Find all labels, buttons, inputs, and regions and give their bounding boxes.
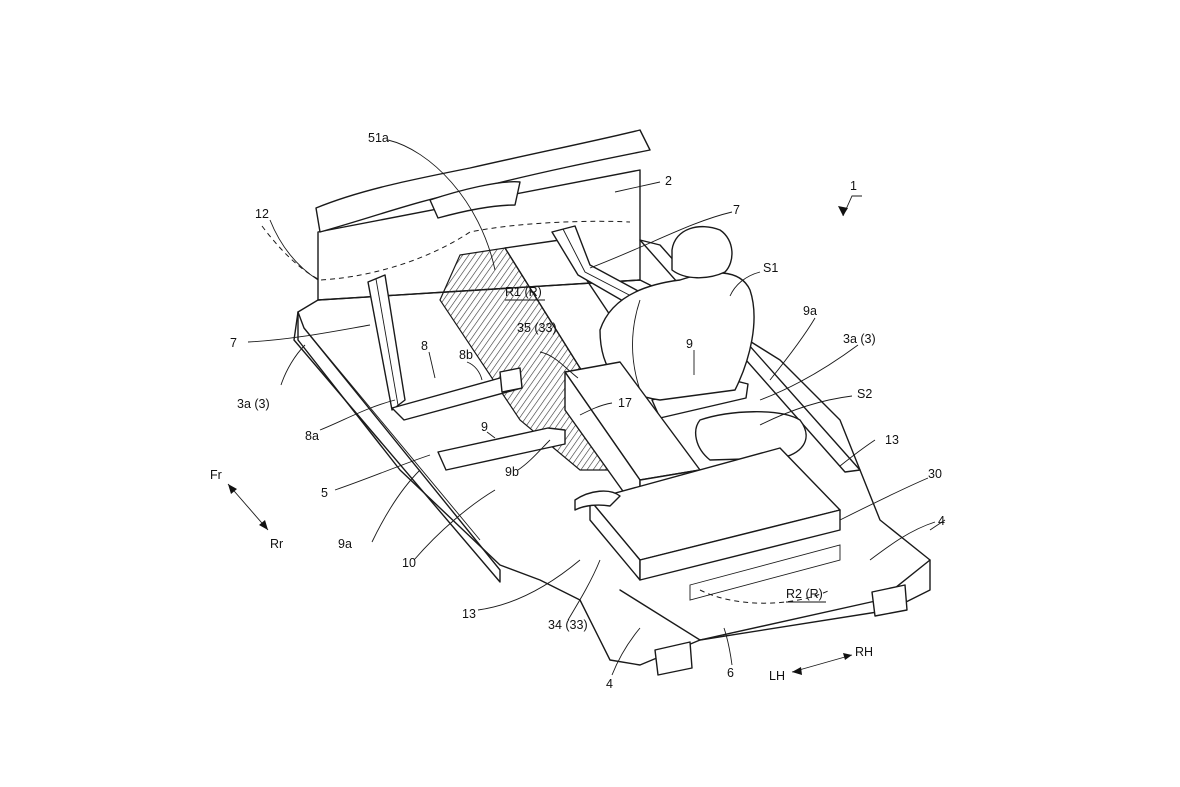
label-30: 30 — [928, 467, 942, 481]
leader-lines — [247, 139, 946, 676]
label-6: 6 — [727, 666, 734, 680]
label-9-mid: 9 — [481, 420, 488, 434]
dash-panel — [261, 129, 651, 301]
cross-member-8 — [391, 367, 523, 421]
label-9b: 9b — [505, 465, 519, 479]
label-8: 8 — [421, 339, 428, 353]
direction-arrow-lh-rh — [791, 653, 853, 675]
label-2: 2 — [665, 174, 672, 188]
reference-arrow-1 — [838, 195, 862, 217]
label-fr: Fr — [210, 468, 222, 482]
label-r1: R1 (R) — [505, 285, 542, 299]
label-4-right: 4 — [938, 514, 945, 528]
label-rr: Rr — [270, 537, 283, 551]
battery-box-30 — [589, 447, 841, 601]
label-7-left: 7 — [230, 336, 237, 350]
label-51a: 51a — [368, 131, 389, 145]
seat-s1 — [599, 226, 755, 401]
rear-floor-6 — [574, 490, 931, 676]
label-4-left: 4 — [606, 677, 613, 691]
direction-arrow-fr-rr — [227, 483, 269, 531]
reference-labels: 1 2 51a 12 7 R1 (R) S1 9a 3a (3) 7 35 (3… — [210, 131, 945, 691]
label-13-right: 13 — [885, 433, 899, 447]
label-3a-right: 3a (3) — [843, 332, 876, 346]
label-r2: R2 (R) — [786, 587, 823, 601]
label-8b: 8b — [459, 348, 473, 362]
label-9-top: 9 — [686, 337, 693, 351]
label-8a: 8a — [305, 429, 319, 443]
label-13-left: 13 — [462, 607, 476, 621]
label-s1: S1 — [763, 261, 778, 275]
label-lh: LH — [769, 669, 785, 683]
label-7-right: 7 — [733, 203, 740, 217]
label-34: 34 (33) — [548, 618, 588, 632]
label-1: 1 — [850, 179, 857, 193]
label-9a-right: 9a — [803, 304, 817, 318]
pillar-left — [367, 274, 406, 411]
label-rh: RH — [855, 645, 873, 659]
label-3a-left: 3a (3) — [237, 397, 270, 411]
label-9a-left: 9a — [338, 537, 352, 551]
label-s2: S2 — [857, 387, 872, 401]
label-35: 35 (33) — [517, 321, 557, 335]
label-12: 12 — [255, 207, 269, 221]
label-10: 10 — [402, 556, 416, 570]
seat-s2 — [694, 411, 807, 461]
label-5: 5 — [321, 486, 328, 500]
label-17: 17 — [618, 396, 632, 410]
